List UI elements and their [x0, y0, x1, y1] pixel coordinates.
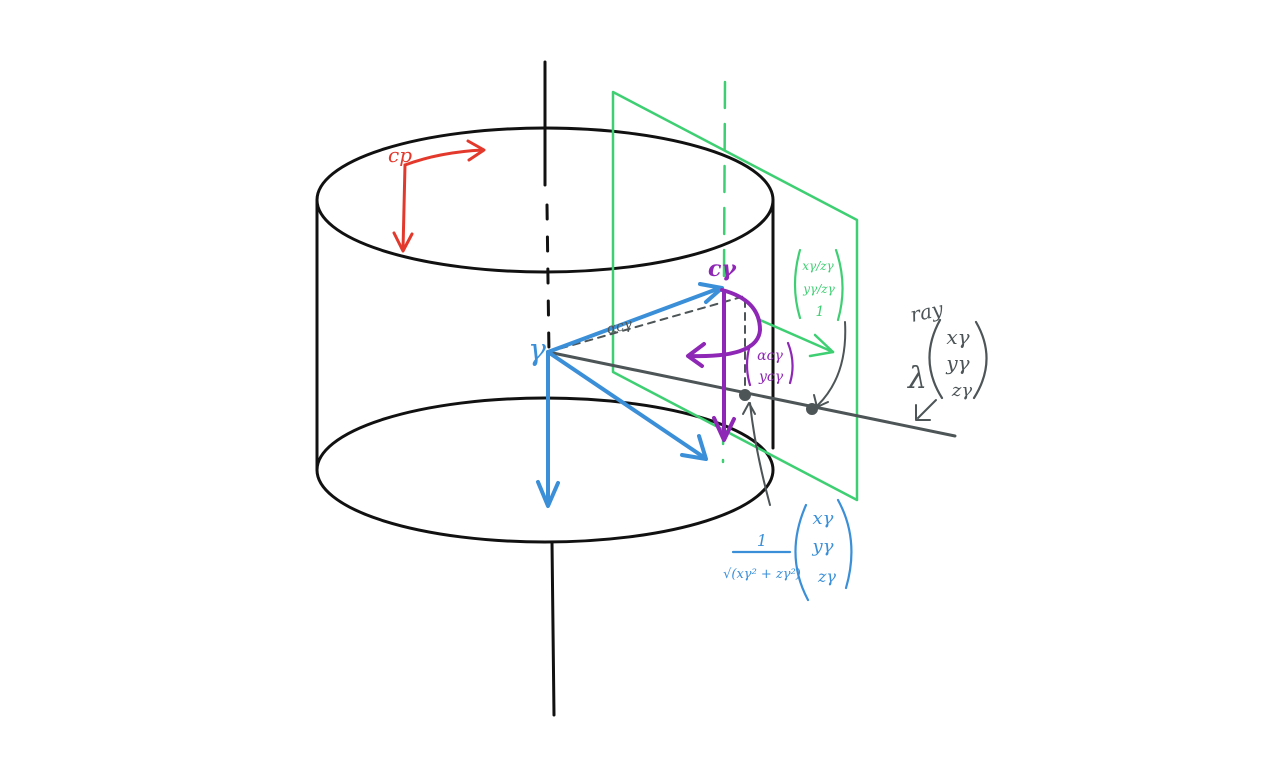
blue-bracket-left — [794, 503, 810, 602]
cp-x-arrowhead — [466, 139, 486, 162]
purple-bracket-left — [745, 343, 752, 387]
image-plane-arrowhead — [808, 333, 835, 358]
blue-fraction-numerator: 1 — [757, 531, 767, 550]
vector-brackets — [731, 248, 988, 602]
ray-vector-y: yγ — [945, 351, 969, 375]
gamma-y-arrowhead — [536, 480, 560, 508]
cylinder-label-leader — [749, 402, 771, 506]
ray-label-leader-head — [915, 404, 931, 421]
image-plane-optical-axis — [758, 318, 835, 354]
cp-label: cp — [388, 143, 412, 167]
cp-x-axis — [403, 148, 485, 167]
ray — [546, 295, 957, 506]
ray-line — [546, 350, 957, 438]
blue-fraction-denominator: √(xγ² + zγ²) — [723, 567, 801, 582]
alpha-cgamma-label: αcγ — [605, 316, 634, 338]
green-bracket-left — [793, 248, 802, 320]
plane-vector-y: yγ/zγ — [802, 282, 835, 296]
blue-bracket-right — [836, 498, 853, 590]
gamma-z-arrowhead — [680, 434, 708, 461]
blue-vector-x: xγ — [813, 508, 834, 529]
plane-label-leader-head — [813, 394, 829, 408]
cp-y-arrowhead — [392, 231, 414, 253]
ray-label: ray — [908, 296, 946, 326]
cp-frame — [392, 139, 486, 253]
plane-vector-x: xγ/zγ — [802, 259, 834, 273]
cylinder-axis-dashed — [545, 203, 551, 357]
plane-vector-one: 1 — [816, 304, 825, 320]
plane-label-leader — [817, 321, 847, 406]
ray-cylinder-intersection — [739, 389, 751, 401]
ray-vector-z: zγ — [951, 380, 972, 401]
ray-dashed-to-cgamma — [547, 295, 746, 353]
green-bracket-right — [834, 248, 844, 322]
cylinder-label-leader-head — [742, 402, 756, 415]
blue-vector-y: yγ — [812, 536, 834, 557]
image-plane-outline — [611, 90, 859, 502]
gamma-z-axis — [546, 350, 707, 460]
cylinder-vector-y: ycγ — [758, 369, 784, 385]
purple-bracket-right — [786, 341, 794, 385]
ray-bracket-right — [972, 320, 988, 400]
cylinder-axis-bottom — [550, 540, 556, 717]
cgamma-down-arrowhead — [712, 416, 736, 442]
gamma-to-cgamma-vector — [546, 286, 722, 354]
cylinder-frame — [686, 288, 762, 442]
ray-plane-intersection — [806, 403, 818, 415]
ray-bracket-left — [928, 318, 944, 400]
lambda-label: λ — [907, 361, 927, 396]
gamma-label: γ — [528, 333, 546, 368]
cylinder — [315, 60, 775, 717]
cylinder-vector-alpha: αcγ — [757, 348, 783, 364]
ray-vector-x: xγ — [946, 325, 969, 349]
cgamma-rotation-arrowhead — [686, 342, 706, 368]
blue-vector-z: zγ — [817, 567, 836, 586]
ray-label-leader — [917, 399, 937, 419]
cp-y-axis — [401, 163, 407, 252]
camera-frame — [536, 282, 724, 508]
cgamma-label: cγ — [708, 256, 737, 282]
